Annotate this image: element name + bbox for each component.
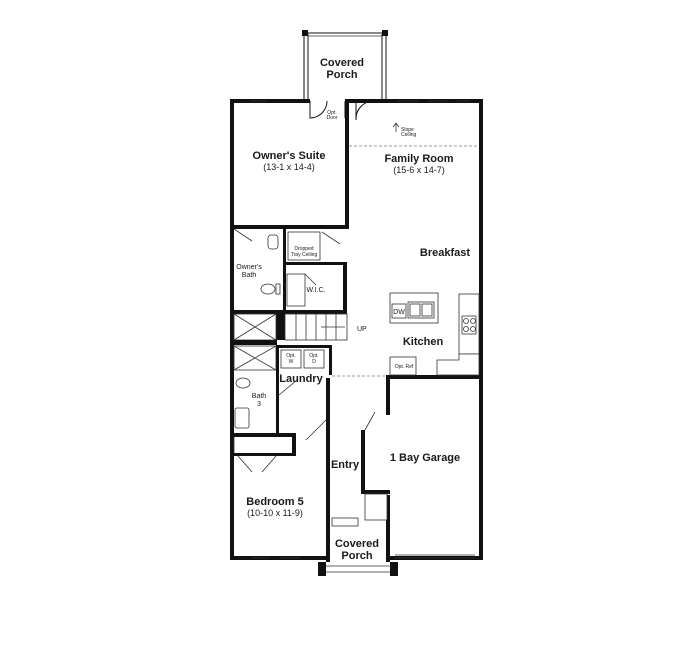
owners-suite-dims: (13-1 x 14-4) (263, 162, 315, 172)
opt-d-line1: Opt. (309, 353, 318, 359)
covered-porch-bottom-line2: Porch (341, 550, 372, 562)
slope-ceiling-line1: Slope (401, 127, 414, 133)
kitchen-fixtures (332, 292, 480, 377)
owners-bath-line1: Owner's (236, 264, 262, 271)
family-room-label: Family Room (384, 153, 453, 165)
bath-wic-walls (233, 228, 347, 314)
wic-label: W.I.C. (306, 287, 325, 294)
opt-door-line1: Opt. (327, 110, 336, 116)
stairs (276, 313, 348, 341)
up-label: UP (357, 326, 367, 333)
bedroom5-label: Bedroom 5 (246, 496, 303, 508)
dw-label: DW (393, 309, 405, 316)
breakfast-label: Breakfast (420, 247, 470, 259)
opt-ref-label: Opt. Ref (395, 364, 414, 370)
owners-bath-line2: Bath (242, 272, 257, 279)
bath3-walls (230, 377, 296, 455)
dropped-tray-line1: Dropped (294, 246, 313, 252)
bottom-covered-porch (318, 517, 398, 576)
opt-w-line1: Opt. (286, 353, 295, 359)
bedroom5-dims: (10-10 x 11-9) (247, 508, 303, 518)
owners-suite-walls (230, 99, 377, 229)
family-room-dims: (15-6 x 14-7) (393, 165, 445, 175)
kitchen-label: Kitchen (403, 336, 444, 348)
opt-door-line2: Door (327, 115, 338, 121)
closets-left (230, 313, 279, 435)
bedroom5-walls (230, 378, 330, 559)
bath3-line1: Bath (252, 393, 267, 400)
covered-porch-top-line1: Covered (320, 57, 364, 69)
covered-porch-bottom-line1: Covered (335, 538, 379, 550)
laundry-walls (278, 345, 332, 396)
top-covered-porch (302, 30, 388, 100)
laundry-label: Laundry (279, 373, 323, 385)
slope-ceiling-line2: Ceiling (401, 132, 417, 138)
garage-label: 1 Bay Garage (390, 452, 460, 464)
bath3-line2: 3 (257, 401, 261, 408)
entry-label: Entry (331, 459, 360, 471)
owners-suite-label: Owner's Suite (253, 150, 326, 162)
opt-w-line2: W (289, 359, 294, 365)
dropped-tray-line2: Tray Ceiling (291, 252, 318, 258)
garage-walls (361, 375, 482, 559)
opt-d-line2: D (312, 359, 316, 365)
covered-porch-top-line2: Porch (326, 69, 357, 81)
